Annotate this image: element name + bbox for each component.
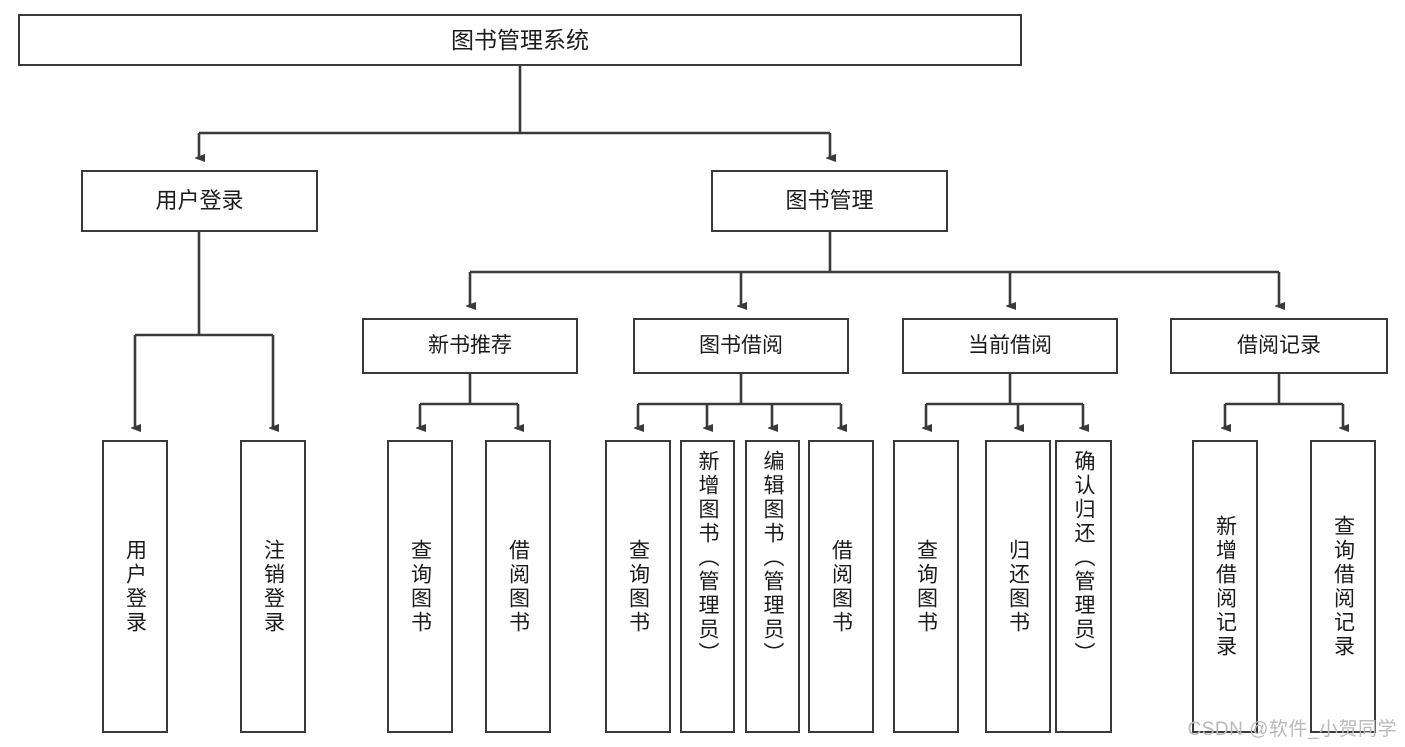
node-leaf-add-record-label: 新增借阅记录: [1213, 514, 1237, 659]
node-root[interactable]: 图书管理系统: [18, 14, 1022, 66]
node-leaf-return-book[interactable]: 归还图书: [985, 440, 1051, 733]
node-leaf-add-book-label: 新增图书（管理员）: [696, 450, 719, 666]
node-new-book-recommend-label: 新书推荐: [428, 333, 512, 357]
node-leaf-borrow-book-2-label: 借阅图书: [829, 538, 853, 635]
node-leaf-edit-book[interactable]: 编辑图书（管理员）: [745, 440, 800, 733]
node-leaf-user-login-label: 用户登录: [123, 538, 147, 635]
node-book-borrow[interactable]: 图书借阅: [633, 318, 849, 374]
node-book-manage[interactable]: 图书管理: [711, 170, 948, 232]
node-user-login-label: 用户登录: [155, 188, 244, 214]
node-leaf-query-book-3[interactable]: 查询图书: [893, 440, 959, 733]
node-leaf-borrow-book-1[interactable]: 借阅图书: [485, 440, 551, 733]
node-leaf-query-book-1[interactable]: 查询图书: [387, 440, 453, 733]
node-leaf-add-record[interactable]: 新增借阅记录: [1192, 440, 1258, 733]
node-borrow-record-label: 借阅记录: [1237, 333, 1321, 357]
node-leaf-confirm-return-label: 确认归还（管理员）: [1072, 450, 1095, 666]
node-leaf-confirm-return[interactable]: 确认归还（管理员）: [1055, 440, 1112, 733]
node-leaf-query-book-2-label: 查询图书: [626, 538, 650, 635]
node-leaf-query-book-2[interactable]: 查询图书: [605, 440, 671, 733]
node-new-book-recommend[interactable]: 新书推荐: [362, 318, 578, 374]
node-current-borrow[interactable]: 当前借阅: [902, 318, 1118, 374]
node-leaf-query-record[interactable]: 查询借阅记录: [1310, 440, 1376, 733]
node-borrow-record[interactable]: 借阅记录: [1170, 318, 1388, 374]
node-root-label: 图书管理系统: [451, 26, 589, 53]
node-leaf-logout[interactable]: 注销登录: [240, 440, 306, 733]
node-user-login[interactable]: 用户登录: [81, 170, 318, 232]
node-leaf-query-record-label: 查询借阅记录: [1331, 514, 1355, 659]
node-leaf-edit-book-label: 编辑图书（管理员）: [761, 450, 784, 666]
node-leaf-logout-label: 注销登录: [261, 538, 285, 635]
node-book-manage-label: 图书管理: [785, 188, 874, 214]
node-leaf-return-book-label: 归还图书: [1006, 538, 1030, 635]
node-current-borrow-label: 当前借阅: [968, 333, 1052, 357]
node-leaf-user-login[interactable]: 用户登录: [102, 440, 168, 733]
node-leaf-query-book-1-label: 查询图书: [408, 538, 432, 635]
node-leaf-borrow-book-1-label: 借阅图书: [506, 538, 530, 635]
node-leaf-query-book-3-label: 查询图书: [914, 538, 938, 635]
node-leaf-add-book[interactable]: 新增图书（管理员）: [680, 440, 735, 733]
node-leaf-borrow-book-2[interactable]: 借阅图书: [808, 440, 874, 733]
node-book-borrow-label: 图书借阅: [699, 333, 783, 357]
watermark: CSDN @软件_小贺同学: [1187, 719, 1397, 740]
